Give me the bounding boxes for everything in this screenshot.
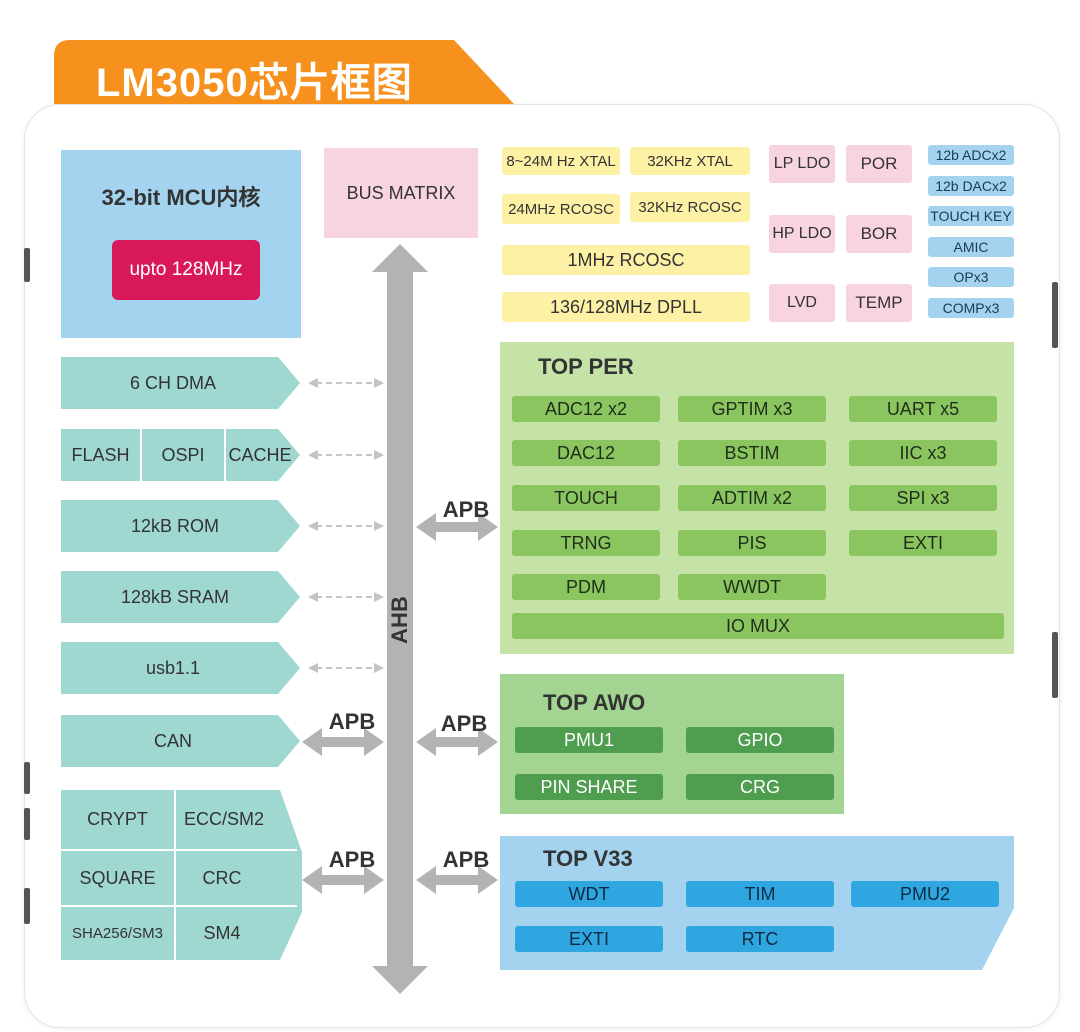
- clock-rcosc-32k: 32KHz RCOSC: [630, 192, 750, 222]
- sha-label: SHA256/SM3: [72, 925, 163, 942]
- crypt-label: CRYPT: [87, 809, 148, 829]
- edge-marker: [24, 248, 30, 282]
- power-bor: BOR: [846, 215, 912, 253]
- analog-item: TOUCH KEY: [928, 206, 1014, 226]
- per-item: EXTI: [849, 530, 997, 556]
- awo-item: PMU1: [515, 727, 663, 753]
- per-item: ADC12 x2: [512, 396, 660, 422]
- can-label: CAN: [153, 730, 192, 751]
- divider: [224, 429, 226, 481]
- mcu-freq-badge: upto 128MHz: [112, 240, 260, 300]
- edge-marker: [1052, 282, 1058, 348]
- edge-marker: [1052, 632, 1058, 698]
- apb-label: APB: [442, 497, 490, 522]
- apb-label: APB: [440, 711, 488, 736]
- per-item: UART x5: [849, 396, 997, 422]
- per-item: GPTIM x3: [678, 396, 826, 422]
- ahb-arrow: [372, 244, 428, 994]
- analog-item: OPx3: [928, 267, 1014, 287]
- edge-marker: [24, 808, 30, 840]
- edge-marker: [24, 762, 30, 794]
- mcu-core-title: 32-bit MCU内核: [101, 185, 261, 210]
- sram-label: 128kB SRAM: [120, 586, 230, 607]
- ahb-label: AHB: [387, 596, 413, 644]
- title-tab: [54, 40, 514, 104]
- v33-item: TIM: [686, 881, 834, 907]
- per-item: ADTIM x2: [678, 485, 826, 511]
- crc-label: CRC: [202, 867, 242, 888]
- top-awo-title: TOP AWO: [543, 690, 646, 715]
- edge-marker: [24, 888, 30, 924]
- v33-item: WDT: [515, 881, 663, 907]
- io-mux: IO MUX: [512, 613, 1004, 639]
- bus-matrix-block: BUS MATRIX: [324, 148, 478, 238]
- square-label: SQUARE: [79, 867, 156, 888]
- per-item: TRNG: [512, 530, 660, 556]
- awo-item: GPIO: [686, 727, 834, 753]
- power-lvd: LVD: [769, 284, 835, 322]
- per-item: TOUCH: [512, 485, 660, 511]
- per-item: SPI x3: [849, 485, 997, 511]
- analog-item: COMPx3: [928, 298, 1014, 318]
- per-item: IIC x3: [849, 440, 997, 466]
- divider: [61, 905, 297, 907]
- rom-label: 12kB ROM: [130, 515, 220, 536]
- top-v33-title: TOP V33: [543, 846, 633, 871]
- v33-item: PMU2: [851, 881, 999, 907]
- apb-label: APB: [442, 847, 490, 872]
- v33-item: EXTI: [515, 926, 663, 952]
- v33-item: RTC: [686, 926, 834, 952]
- usb-label: usb1.1: [145, 657, 201, 678]
- divider: [61, 849, 297, 851]
- power-hp-ldo: HP LDO: [769, 215, 835, 253]
- power-temp: TEMP: [846, 284, 912, 322]
- ahb-label-wrap: AHB: [386, 590, 414, 650]
- awo-item: PIN SHARE: [515, 774, 663, 800]
- per-item: BSTIM: [678, 440, 826, 466]
- apb-links: [302, 513, 498, 894]
- flash-label: FLASH: [71, 444, 130, 465]
- top-per-title: TOP PER: [538, 354, 634, 379]
- per-item: DAC12: [512, 440, 660, 466]
- dashed-links: [316, 382, 376, 669]
- clock-dpll: 136/128MHz DPLL: [502, 292, 750, 322]
- page-title: LM3050芯片框图: [96, 61, 413, 105]
- per-item: PDM: [512, 574, 660, 600]
- power-lp-ldo: LP LDO: [769, 145, 835, 183]
- apb-label: APB: [328, 847, 376, 872]
- power-por: POR: [846, 145, 912, 183]
- awo-item: CRG: [686, 774, 834, 800]
- per-item: PIS: [678, 530, 826, 556]
- cache-label: CACHE: [228, 444, 292, 465]
- analog-item: 12b ADCx2: [928, 145, 1014, 165]
- divider: [174, 790, 176, 960]
- analog-item: 12b DACx2: [928, 176, 1014, 196]
- left-block-shapes: [61, 357, 302, 960]
- clock-rcosc-1m: 1MHz RCOSC: [502, 245, 750, 275]
- per-item: WWDT: [678, 574, 826, 600]
- dma-label: 6 CH DMA: [129, 372, 216, 393]
- clock-xtal-32k: 32KHz XTAL: [630, 147, 750, 175]
- apb-label: APB: [328, 709, 376, 734]
- ospi-label: OSPI: [161, 444, 205, 465]
- clock-rcosc-24m: 24MHz RCOSC: [502, 194, 620, 224]
- divider: [140, 429, 142, 481]
- clock-xtal-hs: 8~24M Hz XTAL: [502, 147, 620, 175]
- sm4-label: SM4: [203, 923, 241, 943]
- ecc-label: ECC/SM2: [183, 809, 264, 829]
- analog-item: AMIC: [928, 237, 1014, 257]
